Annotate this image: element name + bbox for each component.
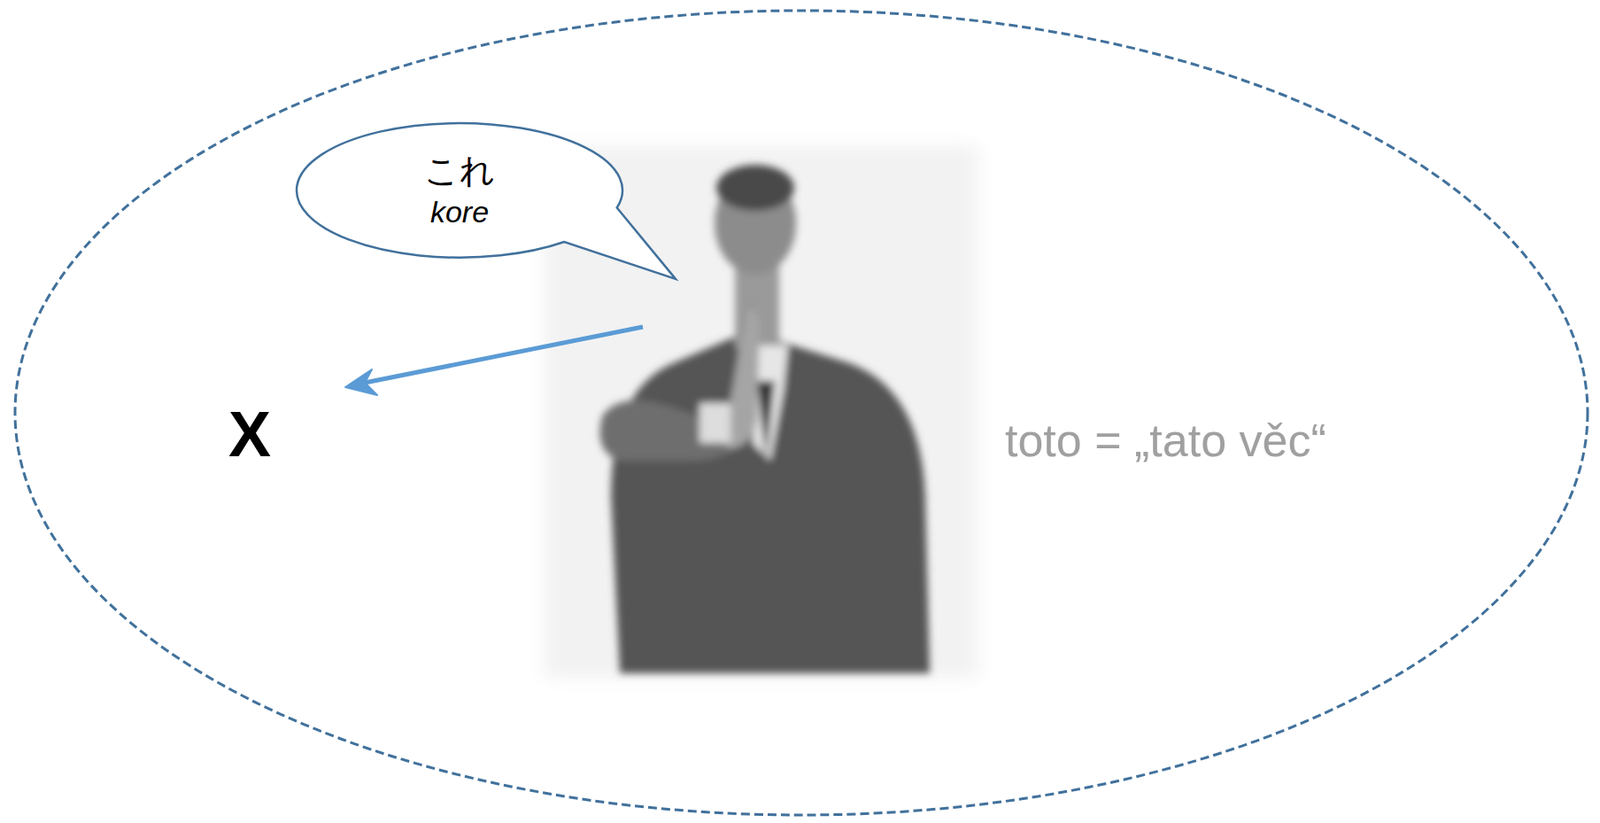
- bubble-shape: [296, 123, 676, 279]
- japanese-word: これ: [424, 149, 495, 194]
- romanization: kore: [430, 193, 489, 232]
- bubble-content: これkore: [296, 123, 623, 258]
- reference-mark: X: [228, 395, 271, 472]
- pointing-arrow: [345, 326, 643, 395]
- dashed-region: [15, 10, 1588, 815]
- translation-note: toto = „tato věc“: [1004, 412, 1327, 468]
- speech-bubble: これkore: [296, 123, 623, 258]
